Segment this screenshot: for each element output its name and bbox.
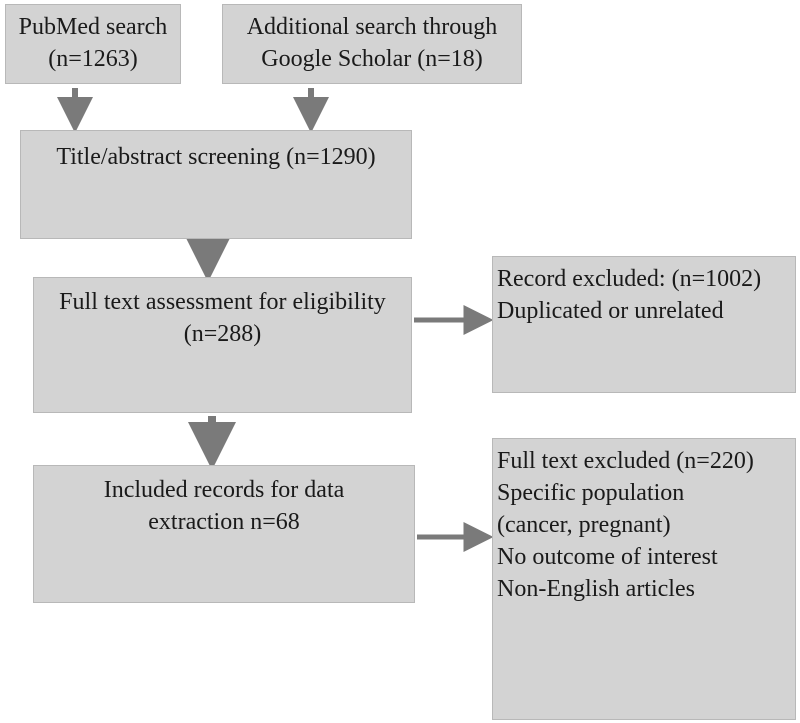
- screening-line-1: Title/abstract screening (n=1290): [56, 144, 376, 170]
- pubmed-line-1: PubMed search: [18, 14, 168, 40]
- excluded-records-line-1: Record excluded: (n=1002): [497, 266, 762, 292]
- included-records-box: Included records for data extraction n=6…: [33, 465, 415, 603]
- excluded-fulltext-line-1: Full text excluded (n=220): [497, 448, 754, 474]
- scholar-line-1: Additional search through: [246, 14, 498, 40]
- fulltext-line-1: Full text assessment for eligibility: [59, 289, 386, 315]
- scholar-line-2: Google Scholar (n=18): [261, 46, 483, 72]
- excluded-records-line-2: Duplicated or unrelated: [497, 298, 724, 324]
- excluded-fulltext-line-5: Non-English articles: [497, 576, 695, 602]
- excluded-fulltext-line-2: Specific population: [497, 480, 685, 506]
- fulltext-assessment-box: Full text assessment for eligibility (n=…: [33, 277, 412, 413]
- included-line-1: Included records for data: [103, 477, 345, 503]
- included-line-2: extraction n=68: [148, 509, 300, 535]
- excluded-fulltext-line-3: (cancer, pregnant): [497, 512, 671, 538]
- fulltext-line-2: (n=288): [183, 321, 262, 347]
- google-scholar-box: Additional search through Google Scholar…: [222, 4, 522, 84]
- pubmed-search-box: PubMed search (n=1263): [5, 4, 181, 84]
- pubmed-line-2: (n=1263): [48, 46, 138, 72]
- screening-box: Title/abstract screening (n=1290): [20, 130, 412, 239]
- excluded-fulltext-line-4: No outcome of interest: [497, 544, 718, 570]
- records-excluded-box: Record excluded: (n=1002) Duplicated or …: [492, 256, 796, 393]
- fulltext-excluded-box: Full text excluded (n=220) Specific popu…: [492, 438, 796, 720]
